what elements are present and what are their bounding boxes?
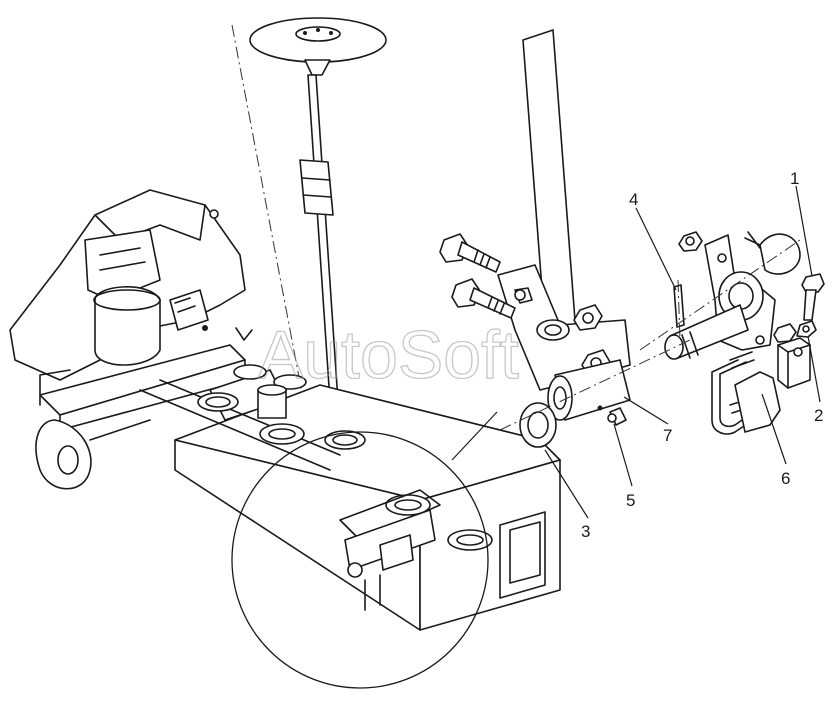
shaft-assembly [664,234,776,360]
watermark-text: AutoSoft [258,317,519,393]
callout-4: 4 [629,190,677,291]
detail-circle [231,411,498,689]
bushing-tube [547,359,631,421]
callout-5-label: 5 [626,491,635,510]
callout-1-label: 1 [790,169,799,188]
clamp-block [777,337,811,389]
callout-3: 3 [544,449,590,541]
callout-7-label: 7 [663,426,672,445]
callout-1: 1 [790,169,813,277]
grease-fitting [607,407,627,426]
callout-6-label: 6 [781,469,790,488]
longitudinal-frame [139,364,561,631]
frame-mounting-holes [197,364,493,551]
rubber-buffer [744,231,801,275]
callout-4-label: 4 [629,190,638,209]
washer-ring [519,402,557,448]
small-nut [678,231,703,252]
bolt-upper [439,233,501,273]
bolt-lower [451,278,516,319]
callouts: 1 2 3 4 5 6 7 [544,169,823,541]
u-bolt [711,351,773,435]
washer-2 [796,320,817,338]
callout-2-label: 2 [814,406,823,425]
nut-near-buffer [773,323,797,343]
callout-6: 6 [761,393,790,488]
bolt-1 [801,273,825,321]
callout-5: 5 [613,423,635,510]
callout-3-label: 3 [581,522,590,541]
exploded-parts [439,29,825,448]
callout-7: 7 [623,396,672,445]
callout-2: 2 [807,335,823,425]
bracket-nut-1 [573,304,603,331]
